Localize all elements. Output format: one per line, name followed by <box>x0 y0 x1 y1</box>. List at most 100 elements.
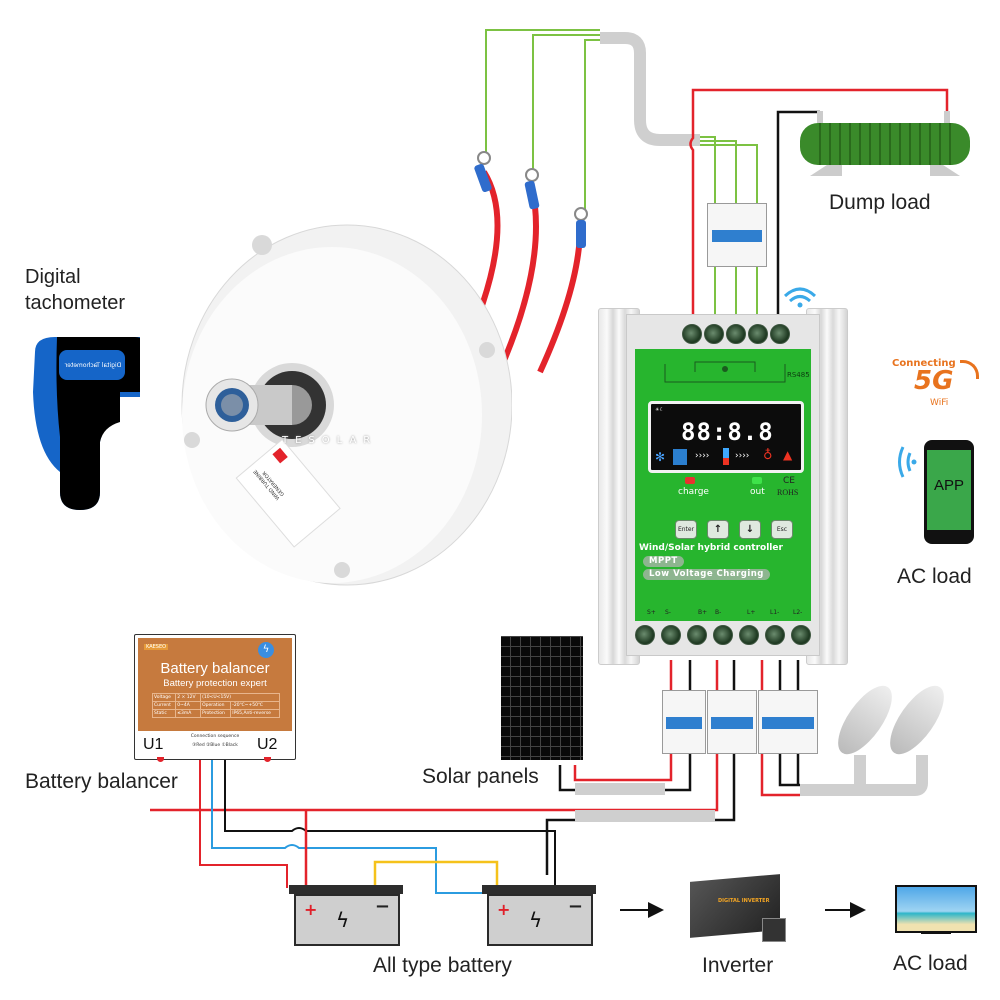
breaker-solar[interactable] <box>662 690 706 754</box>
up-button[interactable]: ↑ <box>707 520 729 539</box>
battery-cap <box>289 885 403 894</box>
table-cell: (10<U<15V) <box>200 693 280 702</box>
wire-green-3 <box>584 39 600 212</box>
label-inverter: Inverter <box>702 954 774 977</box>
balancer-terminal-dot <box>264 757 271 762</box>
lcd-display: ☀☾ 88:8.8 ✻ ›››› ›››› ♁ ▲ <box>648 401 804 473</box>
down-button[interactable]: ↓ <box>739 520 761 539</box>
terminal-bottom[interactable] <box>661 625 681 645</box>
balancer-connection-sequence: Connection sequence <box>190 734 240 739</box>
terminal-top[interactable] <box>748 324 768 344</box>
breaker-wind[interactable] <box>707 203 767 267</box>
terminal-bottom[interactable] <box>765 625 785 645</box>
terminal-label: L1- <box>770 609 780 616</box>
terminal-bottom[interactable] <box>635 625 655 645</box>
lcd-warning-icon: ▲ <box>783 448 793 462</box>
conduit-generator <box>600 32 700 146</box>
balancer-label-panel: KAESEO ϟ Battery balancer Battery protec… <box>138 638 292 731</box>
breaker-lever[interactable] <box>712 230 762 242</box>
arrow-to-ac-load <box>825 902 866 918</box>
table-cell: Protection <box>200 709 232 718</box>
lcd-solar-icon <box>673 449 687 465</box>
wire-yellow-series <box>373 860 499 888</box>
terminal-bottom[interactable] <box>687 625 707 645</box>
battery-minus-sign: − <box>567 896 583 917</box>
rohs-mark: ROHS <box>777 488 799 497</box>
solar-panel <box>501 636 583 760</box>
wifi-5g-text: 5G <box>914 366 954 396</box>
lcd-battery-icon <box>723 448 729 465</box>
wire-balancer-red <box>199 760 288 888</box>
terminal-label: L+ <box>747 609 756 616</box>
cable-red-3 <box>537 221 584 374</box>
label-solar-panels: Solar panels <box>422 765 539 788</box>
tachometer-graphic <box>33 337 163 510</box>
wind-turbine-generator: TESOLAR WIND TURBINE GENERATOR <box>172 210 513 590</box>
battery-body: + − ϟ <box>487 894 593 946</box>
rs485-label: RS485 <box>787 371 810 379</box>
tachometer-screen-text: Digital Tachometer <box>64 362 122 369</box>
balancer-terminal-dot <box>157 757 164 762</box>
balancer-wire-order: ③Red ②Blue ①Black <box>192 743 238 748</box>
terminal-bottom[interactable] <box>713 625 733 645</box>
balancer-brand: KAESEO <box>144 644 169 650</box>
terminal-label: L2- <box>793 609 803 616</box>
led-out-label: out <box>750 487 765 497</box>
led-charge-label: charge <box>678 487 709 497</box>
led-charge <box>685 477 695 484</box>
balancer-title: Battery balancer <box>160 660 270 677</box>
controller-title: Wind/Solar hybrid controller <box>639 543 783 553</box>
generator-brand: TESOLAR <box>282 435 378 446</box>
lcd-digits: 88:8.8 <box>681 418 774 446</box>
lightning-icon: ϟ <box>336 908 350 932</box>
wifi-signal-icon <box>783 287 817 308</box>
table-cell: ≤3mA <box>175 709 202 718</box>
lcd-bulb-icon: ♁ <box>763 448 773 463</box>
tv-stand <box>921 931 951 934</box>
inverter-device: DIGITAL INVERTER <box>690 874 786 942</box>
enter-button[interactable]: Enter <box>675 520 697 539</box>
battery-body: + − ϟ <box>294 894 400 946</box>
battery-2: + − ϟ <box>482 885 596 946</box>
breaker-load[interactable] <box>758 690 818 754</box>
conduit-lights <box>800 755 928 796</box>
terminal-top[interactable] <box>704 324 724 344</box>
label-battery-balancer: Battery balancer <box>25 770 178 793</box>
smartphone-app[interactable]: APP <box>924 440 974 544</box>
esc-button[interactable]: Esc <box>771 520 793 539</box>
wind-input-symbol <box>664 361 786 383</box>
terminal-label: S+ <box>647 609 656 616</box>
wifi-5g-badge: Connecting 5G WiFi <box>890 358 990 413</box>
inverter-brand: DIGITAL INVERTER <box>718 898 770 904</box>
digital-tachometer: Digital Tachometer <box>25 332 163 512</box>
battery-minus-sign: − <box>374 896 390 917</box>
breaker-lever[interactable] <box>666 717 702 729</box>
terminal-top[interactable] <box>726 324 746 344</box>
wire-green-1 <box>485 29 600 160</box>
wire-balancer-blue <box>211 760 490 894</box>
breaker-lever[interactable] <box>762 717 814 729</box>
table-cell: 2 × 12V <box>175 693 202 702</box>
led-out <box>752 477 762 484</box>
terminal-top[interactable] <box>682 324 702 344</box>
wifi-arc-icon <box>960 360 979 379</box>
terminal-bottom[interactable] <box>791 625 811 645</box>
lcd-sun-icon: ☀☾ <box>655 407 664 413</box>
lcd-arrows-icon: ›››› <box>735 451 750 461</box>
controller-faceplate: RS485 ☀☾ 88:8.8 ✻ ›››› ›››› ♁ ▲ charge o… <box>635 349 811 621</box>
table-cell: Operation <box>200 701 232 710</box>
lightning-icon: ϟ <box>529 908 543 932</box>
terminal-label: B+ <box>698 609 708 616</box>
cable-lugs <box>474 151 588 248</box>
terminal-label: B- <box>715 609 722 616</box>
wire-green-2 <box>532 34 600 175</box>
conduit-battery <box>575 810 715 822</box>
breaker-lever[interactable] <box>711 717 753 729</box>
label-line: tachometer <box>25 292 126 314</box>
terminal-bottom[interactable] <box>739 625 759 645</box>
terminal-top[interactable] <box>770 324 790 344</box>
breaker-battery[interactable] <box>707 690 757 754</box>
